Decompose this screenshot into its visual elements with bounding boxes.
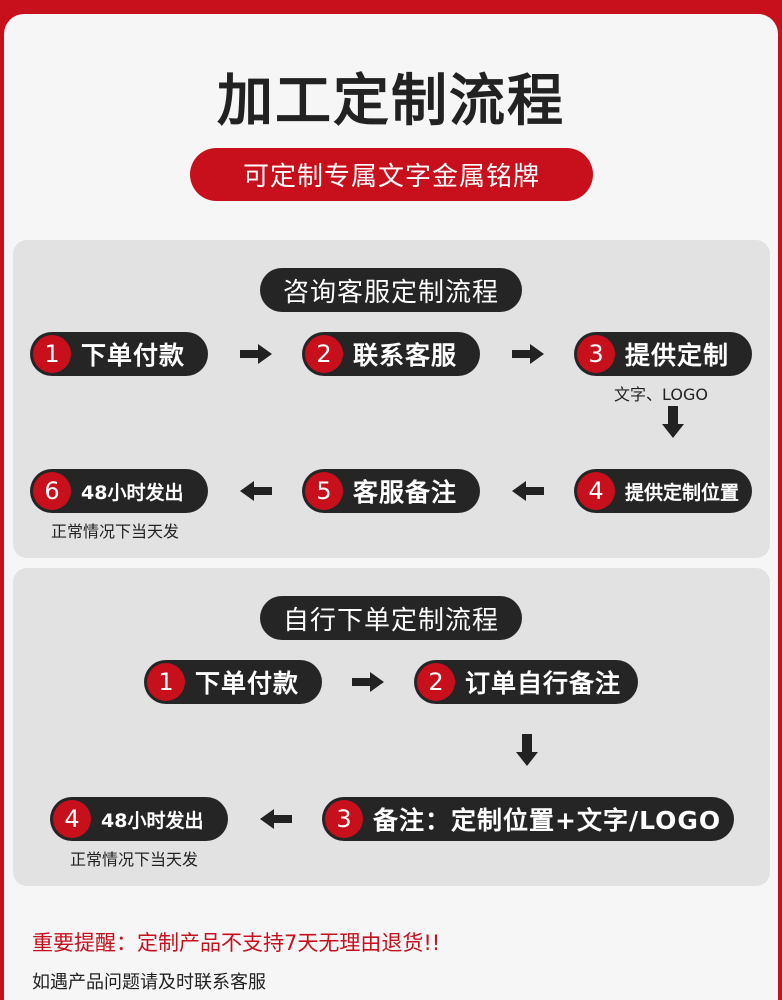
service-step-2: 2 联系客服	[302, 332, 480, 376]
step-number: 3	[577, 335, 615, 373]
service-step-4: 4 提供定制位置	[574, 469, 752, 513]
step-label: 下单付款	[195, 669, 300, 698]
step-number: 2	[417, 663, 455, 701]
step-label: 备注：定制位置+文字/LOGO	[373, 806, 722, 835]
step-label: 联系客服	[353, 341, 458, 370]
self-step-4: 4 48小时发出	[50, 797, 228, 841]
arrow-down-icon	[516, 734, 538, 766]
step-label: 订单自行备注	[465, 669, 622, 698]
self-step-4-note: 正常情况下当天发	[70, 850, 199, 869]
service-flow-title: 咨询客服定制流程	[260, 268, 522, 312]
step-number: 2	[305, 335, 343, 373]
arrow-left-icon	[240, 481, 272, 501]
step-number: 4	[53, 800, 91, 838]
step-number: 1	[33, 335, 71, 373]
arrow-right-icon	[240, 344, 272, 364]
arrow-left-icon	[260, 809, 292, 829]
step-number: 5	[305, 472, 343, 510]
step-number: 4	[577, 472, 615, 510]
step-label: 48小时发出	[101, 809, 204, 832]
contact-note: 如遇产品问题请及时联系客服	[32, 972, 266, 993]
service-step-1: 1 下单付款	[30, 332, 208, 376]
arrow-right-icon	[352, 672, 384, 692]
service-step-6: 6 48小时发出	[30, 469, 208, 513]
step-number: 6	[33, 472, 71, 510]
arrow-left-icon	[512, 481, 544, 501]
self-flow-title: 自行下单定制流程	[260, 596, 522, 640]
step-number: 3	[325, 800, 363, 838]
service-step-5: 5 客服备注	[302, 469, 480, 513]
subtitle-badge: 可定制专属文字金属铭牌	[190, 148, 593, 201]
step-label: 提供定制位置	[625, 481, 740, 504]
step-label: 提供定制	[625, 341, 730, 370]
step-label: 48小时发出	[81, 481, 184, 504]
step-label: 下单付款	[81, 341, 186, 370]
arrow-down-icon	[662, 406, 684, 438]
step-label: 客服备注	[353, 478, 458, 507]
step-3-note: 文字、LOGO	[614, 385, 708, 404]
important-reminder: 重要提醒：定制产品不支持7天无理由退货!!	[32, 931, 441, 955]
self-step-2: 2 订单自行备注	[414, 660, 638, 704]
page-title: 加工定制流程	[217, 69, 565, 134]
step-number: 1	[147, 663, 185, 701]
self-step-3: 3 备注：定制位置+文字/LOGO	[322, 797, 734, 841]
service-step-3: 3 提供定制	[574, 332, 752, 376]
self-step-1: 1 下单付款	[144, 660, 322, 704]
arrow-right-icon	[512, 344, 544, 364]
step-6-note: 正常情况下当天发	[51, 522, 180, 541]
